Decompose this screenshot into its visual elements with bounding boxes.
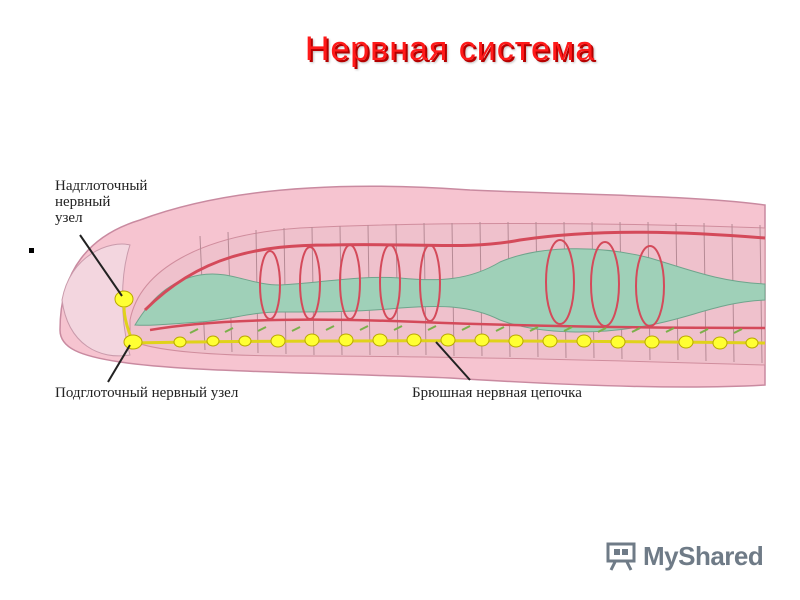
gut [134,248,766,333]
subesophageal-ganglion [123,334,143,350]
myshared-logo: MyShared [605,540,764,572]
dorsal-vessel [143,230,766,312]
label-subesophageal-ganglion: Подглоточный нервный узел [55,385,239,401]
pointer-supra [79,234,123,297]
logo-text: MyShared [643,540,764,571]
slide-title: Нервная система [304,30,596,68]
bullet-dot [29,248,34,253]
lateral-nerves [189,325,743,334]
label-supraesophageal-ganglion: Надглоточный нервный узел [55,178,148,226]
nerve-ganglia [173,333,759,350]
label-ventral-nerve-chain: Брюшная нервная цепочка [412,385,582,401]
ring-vessels [259,239,665,327]
presentation-board-icon [606,542,636,571]
pointer-sub [107,344,131,383]
ventral-vessel [149,318,766,332]
pointer-ventral [435,341,471,381]
